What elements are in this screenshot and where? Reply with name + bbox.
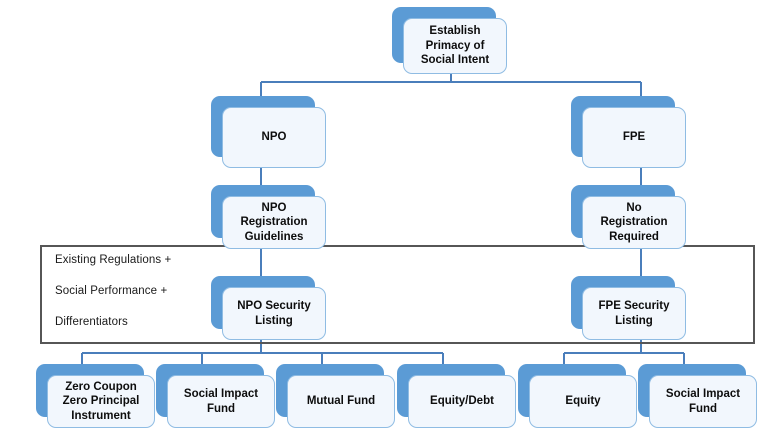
node-face: Equity	[529, 375, 637, 428]
group-line-2: Social Performance +	[55, 285, 168, 297]
node-face: Mutual Fund	[287, 375, 395, 428]
node-face: Establish Primacy of Social Intent	[403, 18, 507, 74]
node-face: Social Impact Fund	[167, 375, 275, 428]
node-instrument-mutual-fund[interactable]: Mutual Fund	[276, 364, 395, 428]
node-npo-registration-guidelines[interactable]: NPO Registration Guidelines	[211, 185, 326, 249]
node-face: NPO Security Listing	[222, 287, 326, 340]
node-instrument-equity-debt[interactable]: Equity/Debt	[397, 364, 516, 428]
node-face: No Registration Required	[582, 196, 686, 249]
node-establish-primacy[interactable]: Establish Primacy of Social Intent	[392, 7, 507, 74]
node-instrument-social-impact-fund-npo[interactable]: Social Impact Fund	[156, 364, 275, 428]
node-npo[interactable]: NPO	[211, 96, 326, 168]
node-face: FPE Security Listing	[582, 287, 686, 340]
node-face: NPO	[222, 107, 326, 168]
group-line-1: Existing Regulations +	[55, 254, 172, 266]
node-label: NPO Registration Guidelines	[240, 201, 308, 243]
node-instrument-social-impact-fund-fpe[interactable]: Social Impact Fund	[638, 364, 757, 428]
node-instrument-equity[interactable]: Equity	[518, 364, 637, 428]
node-npo-security-listing[interactable]: NPO Security Listing	[211, 276, 326, 340]
node-face: Equity/Debt	[408, 375, 516, 428]
node-no-registration-required[interactable]: No Registration Required	[571, 185, 686, 249]
node-fpe-security-listing[interactable]: FPE Security Listing	[571, 276, 686, 340]
node-label: Establish Primacy of Social Intent	[420, 25, 490, 67]
node-face: Social Impact Fund	[649, 375, 757, 428]
node-label: Social Impact Fund	[183, 388, 259, 415]
node-label: Social Impact Fund	[665, 388, 741, 415]
node-fpe[interactable]: FPE	[571, 96, 686, 168]
node-label: Equity/Debt	[430, 395, 494, 408]
node-label: No Registration Required	[600, 201, 668, 243]
regulations-group-box	[40, 245, 755, 344]
node-label: Zero Coupon Zero Principal Instrument	[62, 380, 140, 422]
node-label: NPO	[261, 131, 287, 144]
node-label: Mutual Fund	[306, 395, 376, 408]
node-instrument-zero-coupon-zero-principal[interactable]: Zero Coupon Zero Principal Instrument	[36, 364, 155, 428]
node-label: FPE Security Listing	[598, 300, 670, 327]
node-label: FPE	[622, 131, 646, 144]
node-face: NPO Registration Guidelines	[222, 196, 326, 249]
node-label: NPO Security Listing	[237, 300, 311, 327]
node-face: FPE	[582, 107, 686, 168]
node-label: Equity	[565, 395, 601, 408]
group-line-3: Differentiators	[55, 316, 128, 328]
node-face: Zero Coupon Zero Principal Instrument	[47, 375, 155, 428]
